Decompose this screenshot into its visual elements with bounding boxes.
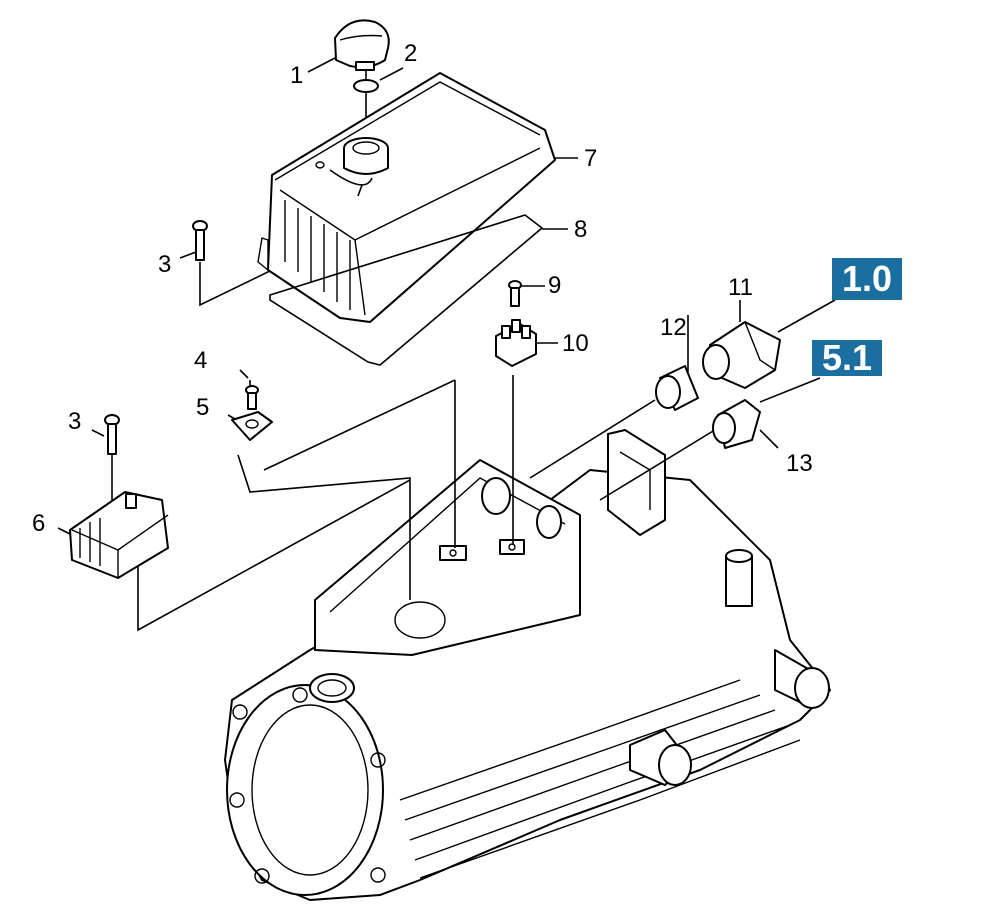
callout-8: 8: [574, 216, 588, 243]
callout-3-upper: 3: [158, 251, 172, 278]
washer-part: [231, 411, 273, 441]
callout-7: 7: [584, 145, 598, 172]
assembly-lines: [57, 57, 836, 632]
cable-gland-part: [702, 321, 781, 389]
o-ring-part: [353, 79, 379, 93]
callout-13: 13: [786, 450, 813, 477]
screw-part-lower: [104, 414, 120, 455]
screw-part-4: [245, 385, 259, 410]
badge-1-0-background: [832, 258, 902, 300]
callout-11: 11: [728, 274, 753, 301]
switch-housing-part: [69, 491, 169, 579]
callout-9: 9: [548, 272, 562, 299]
callout-12: 12: [660, 314, 687, 341]
bush-part: [655, 365, 699, 411]
callout-10: 10: [562, 330, 589, 357]
gasket-part: [269, 214, 544, 366]
callout-4: 4: [194, 347, 208, 374]
pump-housing: [224, 429, 831, 901]
callout-6: 6: [32, 510, 46, 537]
callout-5: 5: [196, 394, 210, 421]
fitting-part: [712, 399, 761, 449]
terminal-block-part: [495, 319, 537, 367]
knob-part: [334, 19, 390, 71]
badge-5-1: 5.1: [821, 337, 873, 378]
callout-2: 2: [404, 40, 418, 67]
screw-part-upper: [192, 220, 208, 261]
badge-5-1-background: [812, 340, 882, 376]
callout-1: 1: [290, 62, 304, 89]
cover-part: [257, 72, 556, 323]
callout-3-lower: 3: [68, 408, 82, 435]
badge-1-0: 1.0: [841, 258, 893, 299]
screw-part-9: [508, 280, 522, 307]
